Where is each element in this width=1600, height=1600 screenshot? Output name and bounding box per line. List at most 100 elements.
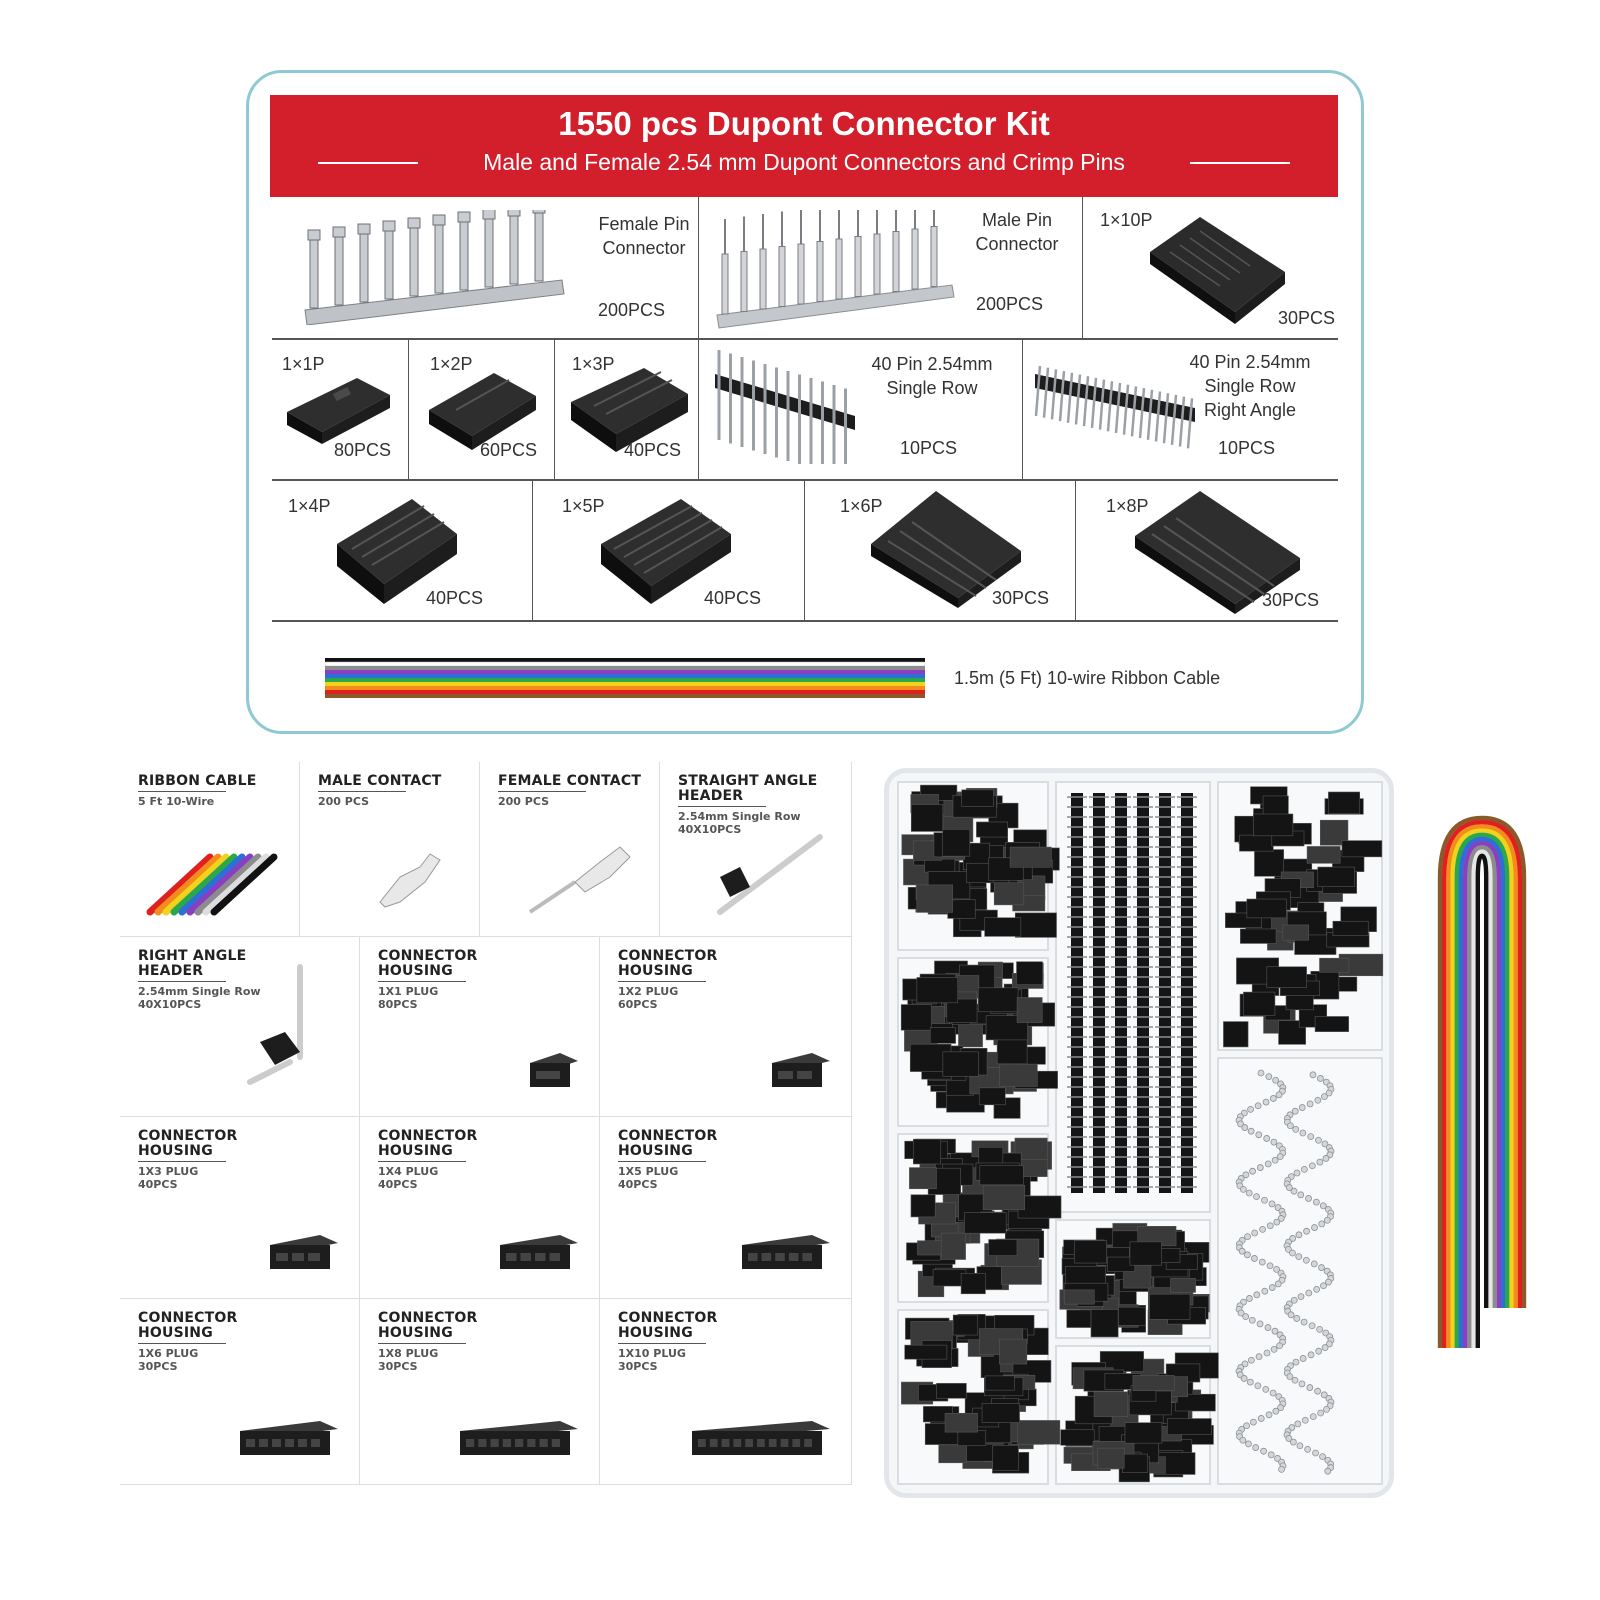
catalog-grid: RIBBON CABLE 5 Ft 10-Wire MALE CONTACT 200 … — [120, 762, 852, 1485]
female-pin-qty: 200PCS — [598, 300, 666, 320]
housing-1x4-qty: 40PCS — [426, 588, 484, 608]
female-pin-strip-image — [300, 202, 570, 330]
col-divider — [1022, 340, 1023, 479]
catalog-item-subtitle: 5 Ft 10-Wire — [138, 795, 215, 808]
catalog-item-title: MALE CONTACT — [318, 773, 442, 789]
housing-1x4-icon — [500, 1235, 578, 1269]
catalog-item: CONNECTOR HOUSING 1X4 PLUG 40PCS — [360, 1117, 600, 1299]
catalog-item: RIGHT ANGLE HEADER 2.54mm Single Row 40X1… — [120, 937, 360, 1117]
housing-1x1-qty: 80PCS — [334, 440, 392, 460]
storage-box-image — [884, 768, 1394, 1498]
catalog-item-rule — [138, 1161, 226, 1162]
housing-1x10-icon — [692, 1421, 830, 1455]
catalog-item-rule — [138, 981, 226, 982]
catalog-item-rule — [138, 1343, 226, 1344]
catalog-item-subtitle: 1X10 PLUG 30PCS — [618, 1347, 686, 1373]
catalog-item-rule — [378, 1161, 466, 1162]
housing-1x5-qty: 40PCS — [704, 588, 762, 608]
female-contact-icon — [528, 846, 631, 914]
housing-1x8-label: 1×8P — [1106, 496, 1149, 516]
catalog-item-title: CONNECTOR HOUSING — [138, 1310, 238, 1341]
housing-1x4-image — [332, 494, 462, 614]
catalog-item-subtitle: 200 PCS — [498, 795, 550, 808]
catalog-item-title: CONNECTOR HOUSING — [138, 1128, 238, 1159]
housing-1x1-image — [282, 370, 392, 455]
kit-banner: 1550 pcs Dupont Connector Kit Male and F… — [270, 95, 1338, 197]
housing-1x1-icon — [530, 1053, 578, 1087]
catalog-item-rule — [498, 791, 586, 792]
catalog-item-rule — [618, 1343, 706, 1344]
male-contact-icon — [379, 853, 441, 908]
compartment — [1217, 1057, 1383, 1485]
housing-1x6-qty: 30PCS — [992, 588, 1050, 608]
housing-1x6-image — [866, 486, 1026, 616]
housing-1x2-icon — [772, 1053, 830, 1087]
catalog-item-title: STRAIGHT ANGLE HEADER — [678, 773, 818, 804]
right-angle-header-label: 40 Pin 2.54mm Single Row Right Angle — [1189, 352, 1311, 420]
catalog-item: MALE CONTACT 200 PCS — [300, 762, 480, 937]
kit-subtitle: Male and Female 2.54 mm Dupont Connector… — [483, 149, 1125, 175]
catalog-item-rule — [378, 1343, 466, 1344]
housing-1x4-label: 1×4P — [288, 496, 331, 516]
banner-rule-right — [1190, 162, 1290, 164]
col-divider — [554, 340, 555, 479]
catalog-item-title: RIBBON CABLE — [138, 773, 257, 789]
ribbon-cable-icon — [146, 853, 278, 916]
catalog-item-rule — [138, 791, 226, 792]
housing-1x6-label: 1×6P — [840, 496, 883, 516]
housing-1x3-image — [566, 364, 691, 464]
catalog-item-title: CONNECTOR HOUSING — [378, 1310, 478, 1341]
catalog-item-subtitle: 2.54mm Single Row 40X10PCS — [138, 985, 261, 1011]
male-pin-strip-image — [712, 191, 962, 335]
catalog-item-subtitle: 1X8 PLUG 30PCS — [378, 1347, 439, 1373]
housing-1x1-label: 1×1P — [282, 354, 325, 374]
catalog-item-subtitle: 1X4 PLUG 40PCS — [378, 1165, 439, 1191]
female-pin-label: Female Pin Connector — [598, 214, 690, 258]
catalog-item: CONNECTOR HOUSING 1X2 PLUG 60PCS — [600, 937, 852, 1117]
catalog-item-rule — [618, 1161, 706, 1162]
housing-1x5-icon — [742, 1235, 830, 1269]
straight-header-qty: 10PCS — [900, 438, 958, 458]
catalog-item-title: CONNECTOR HOUSING — [378, 1128, 478, 1159]
catalog-item: CONNECTOR HOUSING 1X10 PLUG 30PCS — [600, 1299, 852, 1485]
right-angle-header-qty: 10PCS — [1218, 438, 1276, 458]
col-divider — [1082, 197, 1083, 338]
catalog-item-title: CONNECTOR HOUSING — [378, 948, 478, 979]
catalog-item-subtitle: 1X5 PLUG 40PCS — [618, 1165, 679, 1191]
catalog-item-rule — [678, 806, 766, 807]
housing-1x2-qty: 60PCS — [480, 440, 538, 460]
col-divider — [1075, 481, 1076, 620]
catalog-item-title: CONNECTOR HOUSING — [618, 948, 718, 979]
housing-1x10-image — [1140, 212, 1290, 332]
catalog-item-title: CONNECTOR HOUSING — [618, 1310, 718, 1341]
catalog-item: CONNECTOR HOUSING 1X5 PLUG 40PCS — [600, 1117, 852, 1299]
housing-1x2-label: 1×2P — [430, 354, 473, 374]
catalog-item-subtitle: 200 PCS — [318, 795, 370, 808]
housing-1x3-label: 1×3P — [572, 354, 615, 374]
row-divider — [272, 620, 1338, 622]
housing-1x3-icon — [270, 1235, 338, 1269]
catalog-item: CONNECTOR HOUSING 1X3 PLUG 40PCS — [120, 1117, 360, 1299]
housing-1x2-image — [424, 368, 539, 463]
catalog-item-title: RIGHT ANGLE HEADER — [138, 948, 247, 979]
col-divider — [698, 340, 699, 479]
housing-1x3-qty: 40PCS — [624, 440, 682, 460]
catalog-item-rule — [618, 981, 706, 982]
housing-1x10-qty: 30PCS — [1278, 308, 1336, 328]
catalog-item-title: CONNECTOR HOUSING — [618, 1128, 718, 1159]
catalog-item: CONNECTOR HOUSING 1X8 PLUG 30PCS — [360, 1299, 600, 1485]
right-angle-header-image — [1030, 356, 1200, 461]
male-pin-label: Male Pin Connector — [975, 210, 1059, 254]
ribbon-cable-image — [325, 658, 925, 698]
catalog-item-rule — [378, 981, 466, 982]
banner-rule-left — [318, 162, 418, 164]
catalog-item-subtitle: 1X6 PLUG 30PCS — [138, 1347, 199, 1373]
catalog-item-title: FEMALE CONTACT — [498, 773, 642, 789]
catalog-item-subtitle: 1X3 PLUG 40PCS — [138, 1165, 199, 1191]
catalog-item-subtitle: 1X2 PLUG 60PCS — [618, 985, 679, 1011]
housing-1x5-image — [596, 494, 736, 614]
housing-1x5-label: 1×5P — [562, 496, 605, 516]
col-divider — [532, 481, 533, 620]
row-divider — [272, 338, 1338, 340]
